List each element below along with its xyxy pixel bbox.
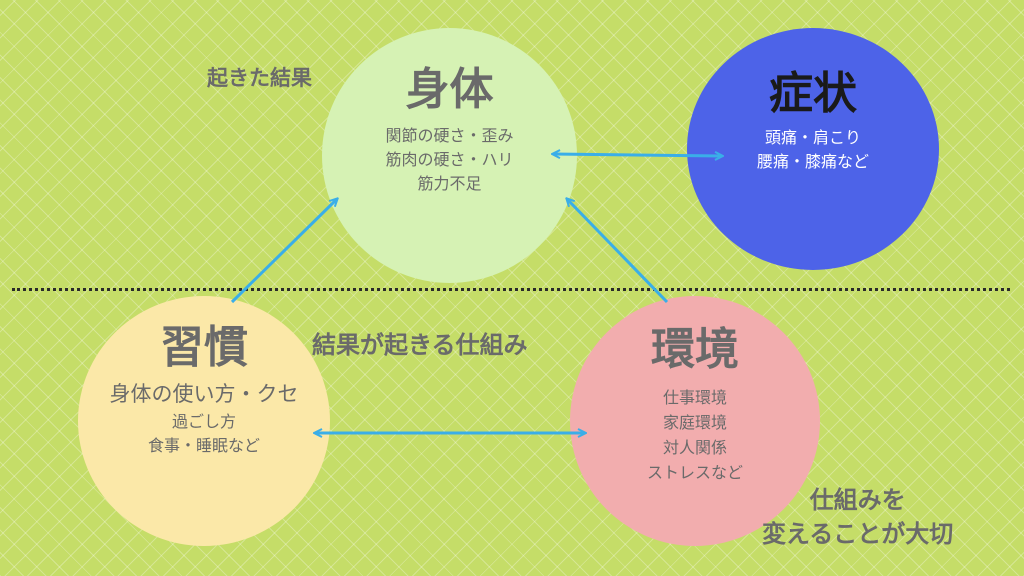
label-result: 起きた結果 [207,66,312,90]
node-habit-line: 身体の使い方・クセ [109,382,299,407]
node-body-title: 身体 [405,64,494,115]
node-symptom-line: 腰痛・膝痛など [756,152,869,172]
node-symptom: 症状 頭痛・肩こり 腰痛・膝痛など [687,28,939,270]
node-habit-line: 過ごし方 [171,411,236,431]
label-mechanism: 結果が起きる仕組み [312,331,528,359]
divider-dotted-line [12,288,1010,291]
node-symptom-line: 頭痛・肩こり [764,128,861,148]
node-habit-line: 食事・睡眠など [147,435,260,455]
node-body: 身体 関節の硬さ・歪み 筋肉の硬さ・ハリ 筋力不足 [322,28,577,283]
label-important-line: 変えることが大切 [762,519,954,548]
node-symptom-title: 症状 [769,68,857,119]
label-important: 仕組みを 変えることが大切 [762,484,953,551]
node-habit: 習慣 身体の使い方・クセ 過ごし方 食事・睡眠など [78,296,330,546]
node-environment-line: 仕事環境 [662,388,727,408]
node-environment-line: ストレスなど [646,462,743,482]
node-body-line: 関節の硬さ・歪み [385,126,514,146]
label-important-line: 仕組みを [809,486,906,514]
arrow-environment-to-body [567,199,669,304]
node-environment: 環境 仕事環境 家庭環境 対人関係 ストレスなど [570,296,820,546]
node-body-line: 筋肉の硬さ・ハリ [385,150,514,170]
arrow-habit-to-body [230,199,337,304]
node-environment-title: 環境 [651,324,739,375]
node-environment-line: 対人関係 [662,437,727,457]
node-habit-title: 習慣 [160,322,248,373]
node-body-line: 筋力不足 [417,174,482,194]
node-environment-line: 家庭環境 [662,413,727,433]
